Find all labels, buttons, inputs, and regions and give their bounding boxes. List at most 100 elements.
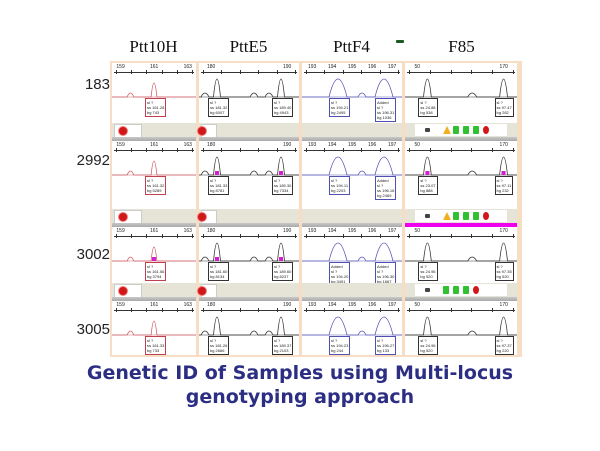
ruler-tick-label: 163 [183, 142, 192, 148]
status-strip [198, 123, 299, 138]
quality-flags[interactable] [415, 124, 507, 136]
warning-flag-icon [443, 212, 451, 220]
peak-label-line: sl ? [274, 178, 281, 183]
peak-label-line: ss 181.26 [210, 343, 228, 348]
ruler-tick [258, 148, 260, 152]
peak-label-line: sl ? [331, 100, 338, 105]
quality-indicator-cell[interactable] [114, 124, 142, 138]
flag-label-icon [425, 214, 430, 218]
ruler-tick [324, 70, 326, 74]
peak-label-line: bg 244 [331, 348, 344, 353]
peak-label-line: sl ? [496, 264, 503, 269]
ruler-tick [116, 234, 117, 238]
allele-marker[interactable] [215, 257, 219, 261]
quality-flags[interactable] [415, 210, 507, 222]
allele-marker[interactable] [152, 257, 156, 261]
peak-label-line: sl ? [496, 178, 503, 183]
peak-label-line: sl ? [210, 338, 217, 343]
allele-marker[interactable] [215, 171, 219, 175]
trace-line [302, 242, 402, 262]
ruler-tick [379, 70, 381, 74]
ruler-tick [342, 234, 344, 238]
quality-flags[interactable] [415, 284, 507, 296]
sample-label-3002: 3002 [76, 246, 110, 263]
ruler-tick [324, 148, 326, 152]
ruler-tick [146, 308, 148, 312]
ruler-tick-label: 196 [368, 64, 377, 70]
peak-label-line: bg 743 [147, 110, 160, 115]
peak-label-line: ss 97.47 [496, 105, 512, 110]
peak-label-line: Added [377, 100, 389, 105]
quality-indicator-cell[interactable] [198, 284, 217, 298]
allele-marker[interactable] [279, 171, 283, 175]
ruler-tick-label: 163 [183, 64, 192, 70]
allele-marker[interactable] [279, 257, 283, 261]
quality-indicator-cell[interactable] [198, 210, 217, 224]
trace-line [199, 316, 299, 336]
peak-label-line: sl ? [274, 264, 281, 269]
peak-label-line: ss 24.96 [420, 269, 436, 274]
ruler-tick [276, 70, 278, 74]
trace-signal [199, 316, 299, 336]
ruler-tick [379, 148, 381, 152]
peak-label-line: sl ? [210, 100, 217, 105]
quality-indicator-cell[interactable] [114, 284, 142, 298]
peak-label-line: bg 1667 [377, 279, 392, 284]
ruler-tick-label: 195 [348, 302, 357, 308]
allele-marker[interactable] [425, 171, 430, 175]
trace-signal [112, 82, 196, 98]
ruler-tick [513, 234, 514, 238]
peak-label-line: bg 5289 [147, 188, 162, 193]
allele-marker[interactable] [501, 171, 506, 175]
peak-label-line: bg 282 [496, 110, 509, 115]
peak-label-line: sl ? [274, 100, 281, 105]
ruler-tick-label: 196 [368, 302, 377, 308]
peak-label-line: bg 888 [420, 188, 433, 193]
ruler-line [304, 150, 400, 151]
ruler-tick-label: 193 [308, 228, 317, 234]
quality-indicator-cell[interactable] [198, 124, 217, 138]
ruler-tick [161, 234, 163, 238]
peak-label-line: bg 133 [377, 348, 390, 353]
ruler-tick [361, 148, 363, 152]
ruler-tick [276, 148, 278, 152]
quality-indicator-cell[interactable] [114, 210, 142, 224]
peak-label-line: bg 3794 [147, 274, 162, 279]
ruler-tick-label: 194 [328, 64, 337, 70]
trace-signal [199, 78, 299, 98]
